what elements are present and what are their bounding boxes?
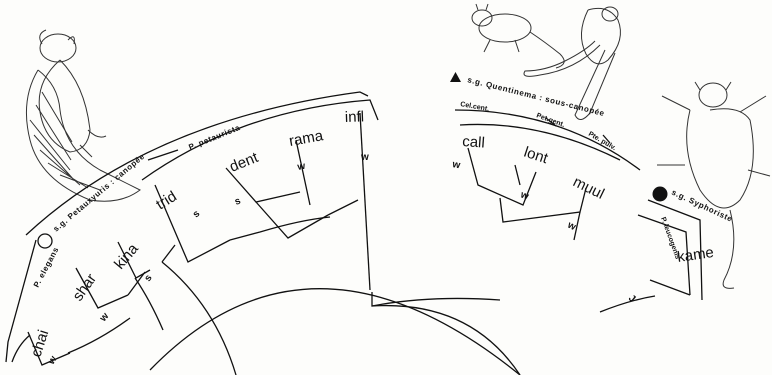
- label-p-petaurista: P. petaurista: [187, 123, 241, 152]
- mark-w-lont: w: [518, 189, 530, 202]
- filled-circle-marker: [653, 187, 668, 202]
- mark-w-shar: w: [97, 311, 111, 325]
- tip-dent: dent: [227, 149, 261, 176]
- mark-s-kina: s: [142, 272, 154, 283]
- mark-w-call: w: [450, 159, 461, 171]
- mark-w-chai: w: [46, 354, 60, 367]
- mark-w-rama: w: [296, 161, 307, 173]
- mark-s-dent: s: [233, 195, 242, 207]
- label-cel-cent: Cel.cent.: [460, 101, 490, 113]
- tip-shar: shar: [69, 271, 100, 305]
- mark-j-kame: J: [626, 293, 637, 305]
- mark-w-infl: w: [360, 152, 369, 163]
- tip-trid: trid: [153, 188, 180, 213]
- label-pte-pulv: Pte. pulv.: [587, 131, 617, 152]
- triangle-marker: [450, 72, 461, 82]
- open-circle-marker: [38, 234, 52, 248]
- tip-infl: infl: [345, 108, 365, 126]
- tip-lont: lont: [522, 144, 551, 168]
- mark-s-trid: s: [191, 208, 203, 220]
- tip-muul: muul: [570, 173, 607, 203]
- tip-kina: kina: [111, 240, 142, 273]
- tip-call: call: [462, 133, 486, 152]
- label-p-elegans: P. elegans: [32, 245, 61, 289]
- tip-kame: kame: [676, 244, 715, 266]
- tip-chai: chai: [28, 328, 53, 359]
- tip-rama: rama: [288, 127, 325, 150]
